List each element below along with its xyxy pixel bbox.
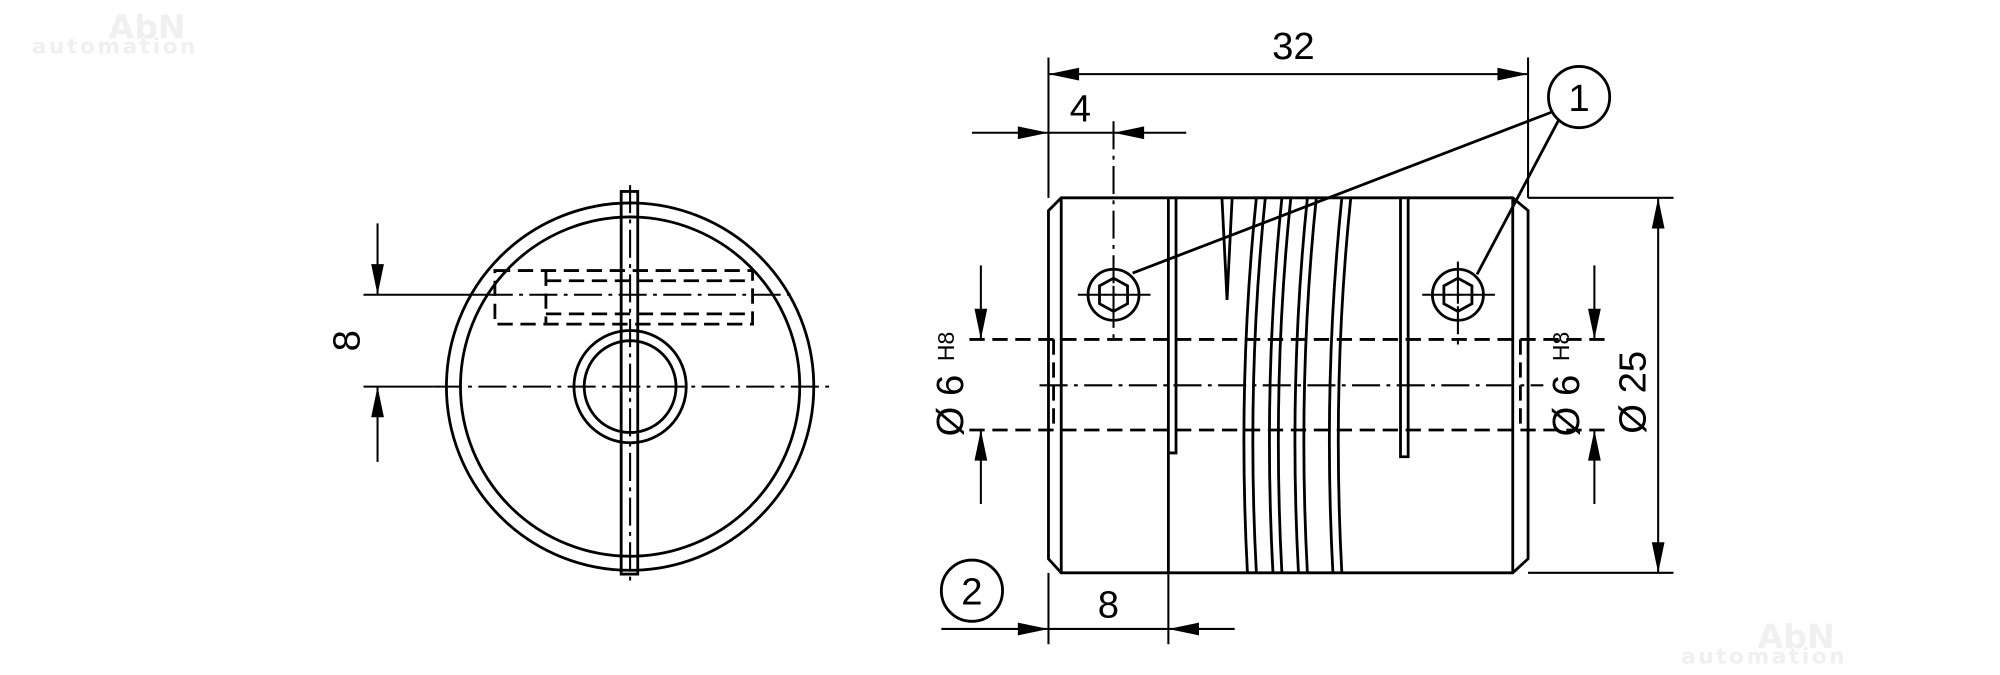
svg-text:AbN: AbN: [1758, 617, 1835, 656]
watermark-top-left: AbN automation: [32, 7, 198, 60]
dim-screw-position: 4: [1070, 87, 1091, 130]
watermark-bottom-right: AbN automation: [1681, 617, 1847, 669]
bore-left-label: Ø 6: [929, 375, 972, 437]
balloon-1: 1: [1132, 65, 1612, 276]
screw-right: [1422, 261, 1499, 345]
dim-screw-offset: 8: [326, 330, 369, 351]
svg-text:automation: automation: [32, 35, 198, 60]
bore-right-label: Ø 6: [1545, 375, 1588, 437]
screw-left: [1077, 121, 1155, 345]
bore-left-tolerance: H8: [933, 332, 959, 361]
svg-text:automation: automation: [1681, 644, 1847, 669]
balloon-2: 2: [939, 558, 1004, 623]
side-view: 8: [326, 185, 830, 581]
svg-text:AbN: AbN: [108, 7, 185, 46]
outer-diameter: Ø 25: [1611, 351, 1654, 434]
dim-clamp-length: 8: [1098, 583, 1119, 626]
svg-text:1: 1: [1568, 77, 1589, 120]
bore-right-tolerance: H8: [1548, 332, 1574, 361]
front-view: 32 4 8 Ø 6 H8 Ø 6 H8 Ø 25: [929, 25, 1674, 645]
svg-text:2: 2: [961, 571, 982, 614]
dim-length: 32: [1272, 25, 1315, 68]
